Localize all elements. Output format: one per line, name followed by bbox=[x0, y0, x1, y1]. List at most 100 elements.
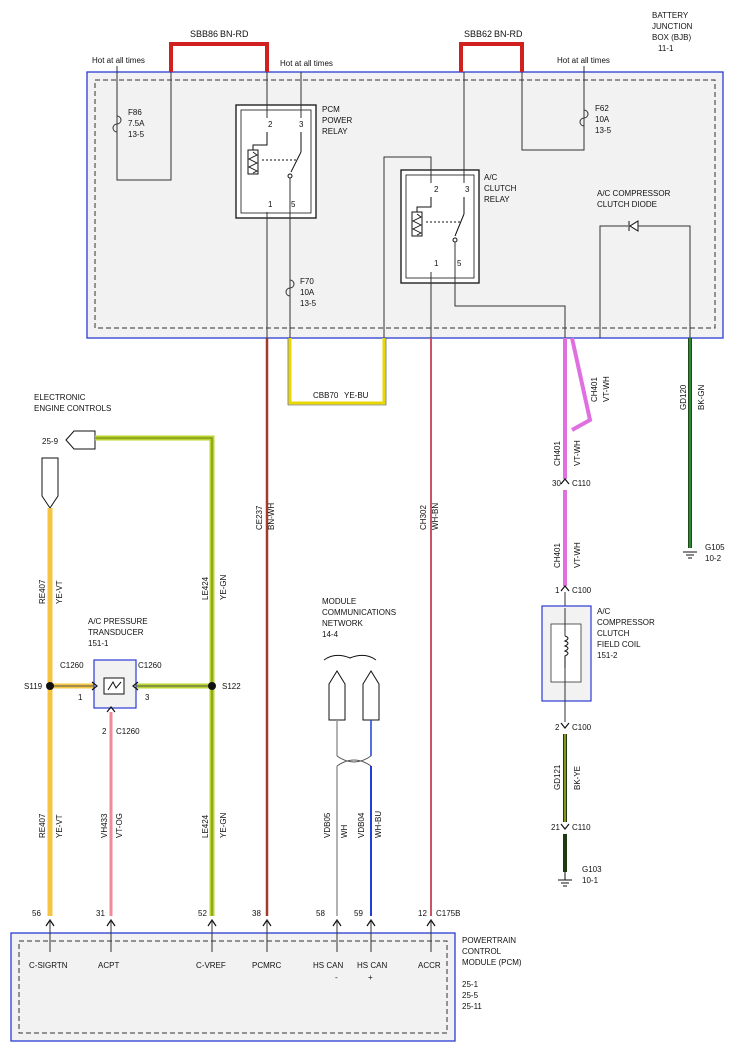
ac-relay-pin: 1 bbox=[434, 259, 439, 268]
transducer-arrow-left bbox=[91, 681, 98, 691]
ac-relay-pin: 5 bbox=[457, 259, 462, 268]
wire-ch401-circuit: CH401 bbox=[553, 441, 562, 466]
pcm-pin-number: 12 bbox=[418, 909, 427, 918]
transducer-arrow-right bbox=[132, 681, 139, 691]
coil-label-4: FIELD COIL bbox=[597, 640, 641, 649]
connector-c100-name: C100 bbox=[572, 723, 592, 732]
transducer-sensor-mark bbox=[107, 680, 122, 691]
ground-g105-ref: 10-2 bbox=[705, 554, 722, 563]
ground-g103-ref: 10-1 bbox=[582, 876, 599, 885]
wire-vh433-circuit: VH433 bbox=[100, 813, 109, 838]
wire-f62 bbox=[521, 66, 585, 151]
pcm-pin: 52 C-VREF bbox=[196, 909, 226, 970]
eec-ref: 25-9 bbox=[42, 437, 59, 446]
busbar-sbb62-color: BN-RD bbox=[494, 29, 523, 39]
pcm-relay-contact bbox=[290, 151, 302, 173]
connector-c110-name: C110 bbox=[572, 823, 591, 832]
eec-connector-icon bbox=[65, 430, 96, 450]
pcm-pin: 12 ACCR bbox=[418, 909, 441, 970]
eec-input-connector-icon bbox=[41, 457, 59, 509]
pcm-relay-pin: 3 bbox=[299, 120, 304, 129]
transducer-conn-bottom: C1260 bbox=[116, 727, 140, 736]
pcm-pin-label: C-VREF bbox=[196, 961, 226, 970]
transducer-label-1: A/C PRESSURE bbox=[88, 617, 148, 626]
pcm-ref: 25-1 bbox=[462, 980, 479, 989]
wire-ch401-color: VT-WH bbox=[573, 542, 582, 568]
wire-ch401-diode bbox=[570, 337, 593, 432]
ac-relay-coil-winding bbox=[411, 213, 423, 236]
pcm-pin-number: 38 bbox=[252, 909, 261, 918]
pcm-relay-coil-winding bbox=[247, 151, 259, 174]
pcm-pin-label: ACCR bbox=[418, 961, 441, 970]
bjb-title-3: BOX (BJB) bbox=[652, 33, 691, 42]
splice-s122-label: S122 bbox=[222, 682, 241, 691]
ac-relay-pin: 2 bbox=[434, 185, 439, 194]
hot-label-f86: Hot at all times bbox=[92, 56, 145, 65]
wire-le424-color: YE-GN bbox=[219, 812, 228, 838]
ac-relay-pin: 3 bbox=[465, 185, 470, 194]
coil-ref: 151-2 bbox=[597, 651, 618, 660]
diode-label-2: CLUTCH DIODE bbox=[597, 200, 657, 209]
busbar-sbb62-code: SBB62 bbox=[464, 29, 492, 39]
connector-c110-name: C110 bbox=[572, 479, 591, 488]
bjb-inner-dashed bbox=[94, 79, 716, 329]
pcm-relay-contact-point bbox=[287, 173, 293, 179]
eec-label-1: ELECTRONIC bbox=[34, 393, 86, 402]
connector-c100-name: C100 bbox=[572, 586, 592, 595]
pcm-label-2: CONTROL bbox=[462, 947, 502, 956]
network-label-1: MODULE bbox=[322, 597, 356, 606]
wire-vh433-color: VT-OG bbox=[115, 813, 124, 838]
pcm-pin-label: ACPT bbox=[98, 961, 119, 970]
fuse-f86-icon bbox=[112, 115, 122, 133]
ac-relay-label-3: RELAY bbox=[484, 195, 510, 204]
wire-ch401-circuit: CH401 bbox=[553, 543, 562, 568]
ac-relay-inner bbox=[405, 174, 475, 279]
pcm-pin-number: 56 bbox=[32, 909, 41, 918]
wire-le424-circuit: LE424 bbox=[201, 814, 210, 838]
connector-c110-arrow bbox=[560, 823, 570, 830]
pcm-relay-box bbox=[235, 104, 317, 219]
wire-cbb70-border bbox=[287, 338, 387, 406]
wire-ch302-circuit: CH302 bbox=[419, 505, 428, 530]
pcm-ref: 25-5 bbox=[462, 991, 479, 1000]
network-ref: 14-4 bbox=[322, 630, 339, 639]
transducer-sensor-icon bbox=[103, 677, 125, 695]
ground-g103-icon bbox=[558, 879, 572, 887]
bjb-title-2: JUNCTION bbox=[652, 22, 693, 31]
connector-c100-pin: 1 bbox=[555, 586, 560, 595]
wire-cbb70-color: YE-BU bbox=[344, 391, 369, 400]
pcm-relay-label-2: POWER bbox=[322, 116, 352, 125]
coil-label-3: CLUTCH bbox=[597, 629, 630, 638]
connector-c110-arrow bbox=[560, 478, 570, 485]
fuse-f62-icon bbox=[579, 109, 589, 127]
fuse-f62-ref: 13-5 bbox=[595, 126, 612, 135]
wire-re407-circuit: RE407 bbox=[38, 813, 47, 838]
fuse-f70-amps: 10A bbox=[300, 288, 315, 297]
pcm-relay-pin: 2 bbox=[268, 120, 273, 129]
pcm-pin-sub: - bbox=[335, 973, 338, 982]
connector-c100-arrow bbox=[560, 722, 570, 729]
pcm-ref: 25-11 bbox=[462, 1002, 482, 1011]
wire-gd120-circuit: GD120 bbox=[679, 384, 688, 410]
ground-g103-name: G103 bbox=[582, 865, 602, 874]
coil-label-1: A/C bbox=[597, 607, 611, 616]
pcm-pin-label: PCMRC bbox=[252, 961, 282, 970]
busbar-sbb86 bbox=[169, 42, 269, 72]
busbar-sbb86-color: BN-RD bbox=[220, 29, 249, 39]
pcm-relay-label-3: RELAY bbox=[322, 127, 348, 136]
pcm-pin-number: 52 bbox=[198, 909, 207, 918]
wire-diode-left bbox=[599, 225, 628, 338]
pcm-label-3: MODULE (PCM) bbox=[462, 958, 522, 967]
transducer-conn-right: C1260 bbox=[138, 661, 162, 670]
fuse-f86-name: F86 bbox=[128, 108, 142, 117]
wire-vdb05-color: WH bbox=[340, 824, 349, 838]
wire-le424-circuit: LE424 bbox=[201, 576, 210, 600]
pcm-relay-pin: 5 bbox=[291, 200, 296, 209]
busbar-sbb86-code: SBB86 bbox=[190, 29, 218, 39]
pcm-pin-number: 58 bbox=[316, 909, 325, 918]
eec-label-2: ENGINE CONTROLS bbox=[34, 404, 111, 413]
wire-ce237-color: BN-WH bbox=[267, 503, 276, 530]
pcm-pin-label: C-SIGRTN bbox=[29, 961, 68, 970]
pcm-pin: 59 HS CAN + bbox=[354, 909, 387, 982]
